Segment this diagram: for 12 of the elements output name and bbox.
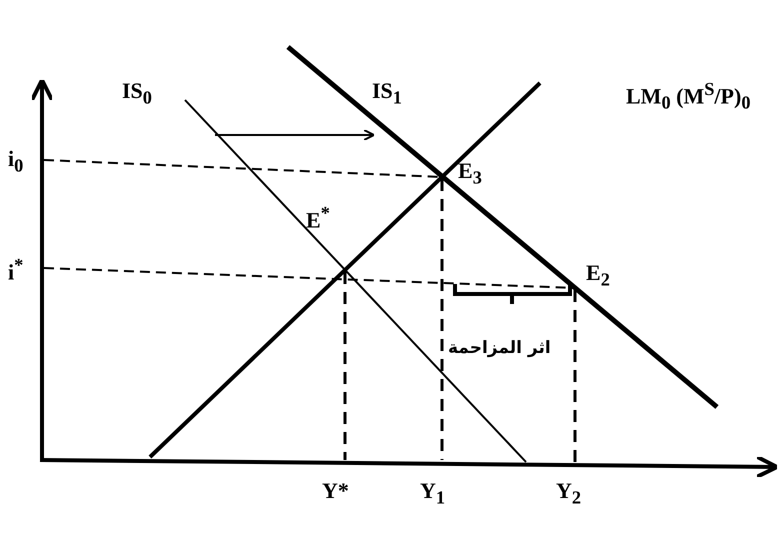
axis-label: Y$_{1}$: [420, 480, 446, 507]
curve-label: LM$_{0}$ (M$^{S}$/P)$_{0}$: [626, 80, 750, 112]
axis-label: i$^{*}$: [8, 256, 24, 284]
point-label: E$_{2}$: [586, 262, 610, 289]
annotation-text: اثر المزاحمة: [448, 340, 551, 357]
axis-label: Y*: [322, 480, 349, 502]
point-label: E$^{*}$: [306, 204, 330, 232]
curve-label: IS$_{1}$: [372, 80, 402, 107]
curve-label: IS$_{0}$: [122, 80, 152, 107]
axis-label: Y$_{2}$: [556, 480, 582, 507]
point-label: E$_{3}$: [458, 160, 482, 187]
axis-label: i$_{0}$: [8, 148, 24, 175]
